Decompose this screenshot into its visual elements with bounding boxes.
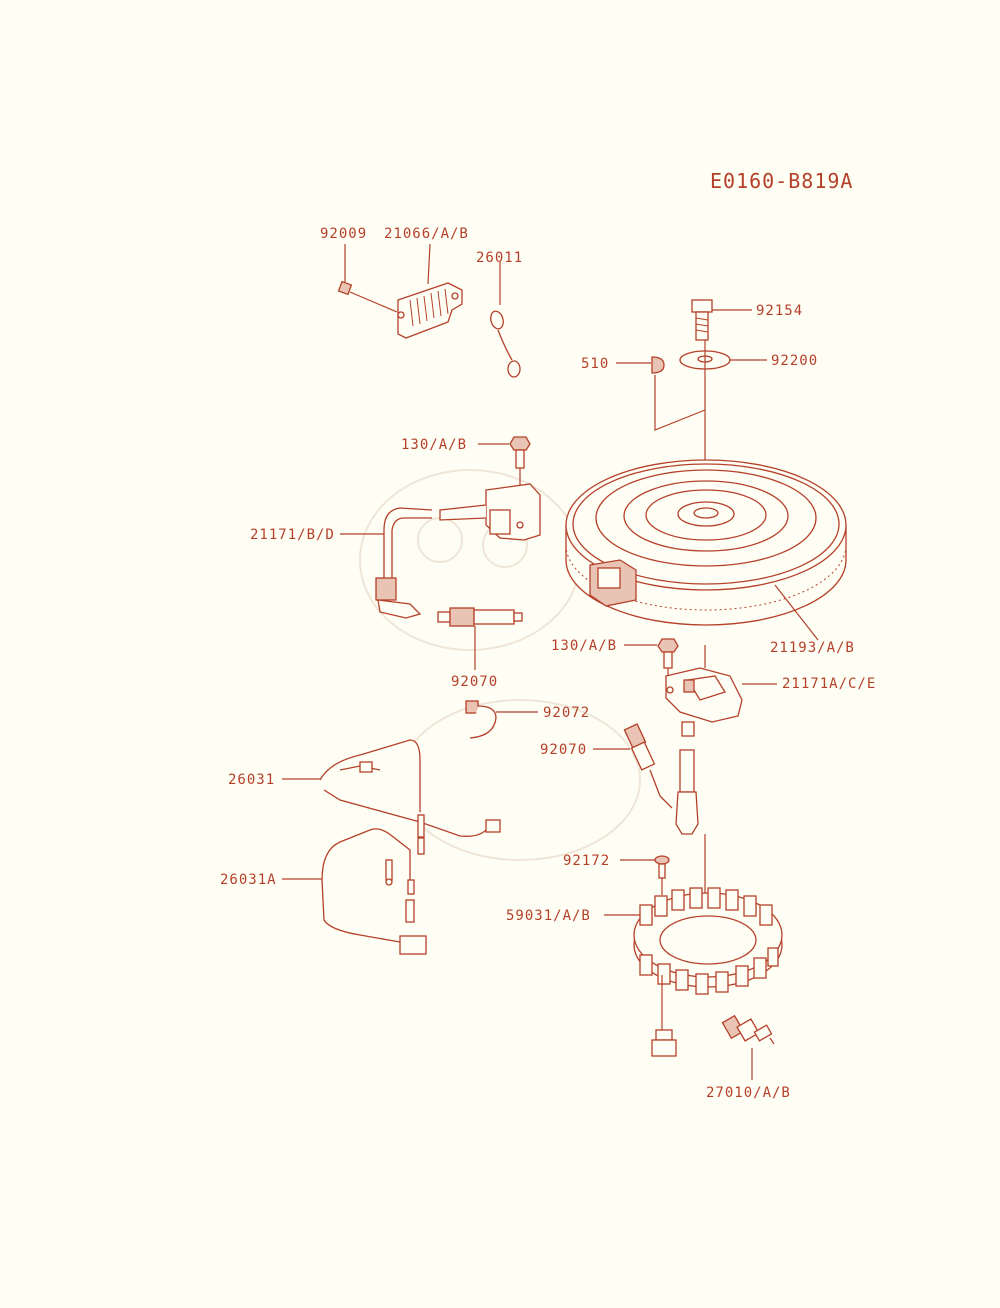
label-510[interactable]: 510 — [581, 356, 609, 372]
ground-lead-part[interactable] — [489, 310, 521, 378]
label-92172[interactable]: 92172 — [563, 853, 610, 869]
stator-part[interactable] — [633, 887, 783, 1057]
diagram-code: E0160-B819A — [710, 169, 853, 193]
label-27010[interactable]: 27010/A/B — [706, 1085, 791, 1101]
flywheel-part[interactable] — [565, 459, 847, 626]
harness-26031A[interactable] — [321, 828, 427, 955]
label-92072[interactable]: 92072 — [543, 705, 590, 721]
regulator-part[interactable] — [397, 282, 463, 339]
label-21066[interactable]: 21066/A/B — [384, 226, 469, 242]
label-92070-plug[interactable]: 92070 — [451, 674, 498, 690]
label-92200[interactable]: 92200 — [771, 353, 818, 369]
switch-27010[interactable] — [721, 1014, 775, 1045]
label-26011[interactable]: 26011 — [476, 250, 523, 266]
harness-26031[interactable] — [319, 739, 501, 855]
label-21193[interactable]: 21193/A/B — [770, 640, 855, 656]
label-92070-mid[interactable]: 92070 — [540, 742, 587, 758]
spark-plug-mid[interactable] — [623, 723, 673, 809]
ignition-coil-upper[interactable] — [375, 483, 541, 619]
key-510[interactable] — [651, 356, 665, 374]
bolt-92154[interactable] — [691, 299, 713, 341]
label-21171-ace[interactable]: 21171A/C/E — [782, 676, 876, 692]
bolt-92009[interactable] — [337, 280, 398, 313]
ignition-coil-lower[interactable] — [665, 645, 743, 835]
label-26031[interactable]: 26031 — [228, 772, 275, 788]
label-130-top[interactable]: 130/A/B — [401, 437, 467, 453]
bolt-130-mid[interactable] — [657, 638, 679, 669]
label-21171-bd[interactable]: 21171/B/D — [250, 527, 335, 543]
label-92154[interactable]: 92154 — [756, 303, 803, 319]
label-130-mid[interactable]: 130/A/B — [551, 638, 617, 654]
label-92009[interactable]: 92009 — [320, 226, 367, 242]
screw-92172[interactable] — [654, 855, 670, 879]
connector-92072[interactable] — [465, 700, 497, 739]
label-26031A[interactable]: 26031A — [220, 872, 277, 888]
bolt-130-top[interactable] — [509, 436, 531, 469]
label-59031[interactable]: 59031/A/B — [506, 908, 591, 924]
spark-plug-upper[interactable] — [437, 607, 523, 627]
